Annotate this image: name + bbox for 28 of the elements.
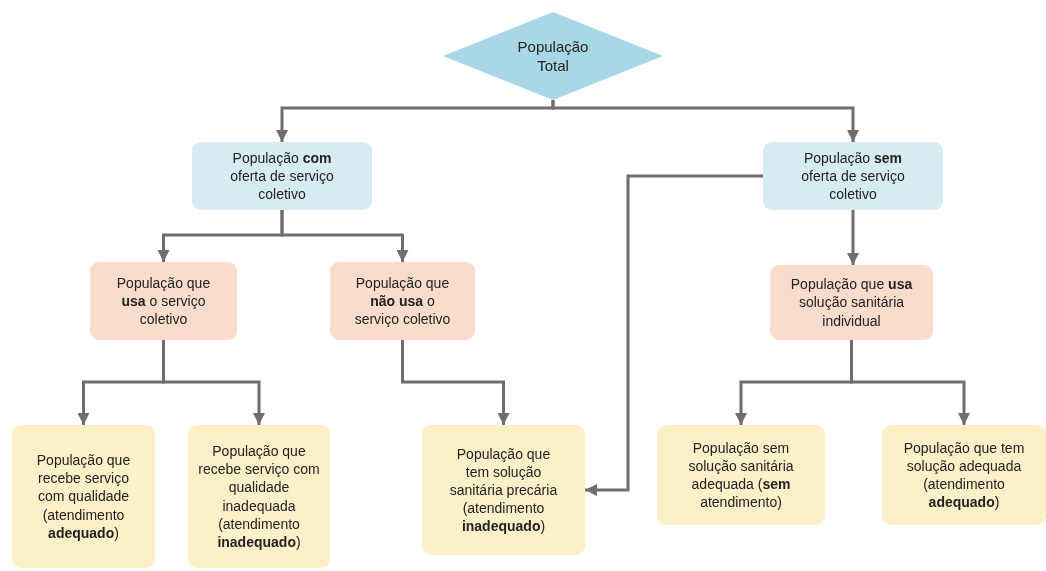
process-box [882,425,1046,525]
node-text: População Total [517,36,589,76]
node-text: População sem solução sanitária adequada (sem atendimento) [687,438,795,512]
node-text: População que tem solução sanitária precária (atendimento inadequado) [448,444,559,536]
node-text: População sem oferta de serviço coletivo [800,148,906,204]
node-text: População que recebe serviço com qualidade inadequada (atendimento inadequado) [198,441,320,552]
arrow [850,340,970,425]
process-box [763,142,943,210]
process-box [188,425,330,568]
process-box [90,262,237,340]
arrow [162,340,265,425]
arrow [847,210,859,265]
node-text: População que tem solução adequada (atendimento adequado) [902,438,1026,512]
arrow [280,210,409,262]
process-box [770,265,933,340]
process-box [657,425,825,525]
arrow [401,340,510,425]
node-text: População com oferta de serviço coletivo [229,148,335,204]
node-text: População que usa o serviço coletivo [115,273,212,329]
process-box [192,142,372,210]
arrow [551,100,859,142]
node-text: População que recebe serviço com qualidade (atendimento adequado) [35,451,132,542]
node-text: População que não usa o serviço coletivo [353,273,452,329]
process-box [422,425,585,555]
node-text: População que usa solução sanitária individual [789,275,914,330]
process-box [12,425,155,568]
arrow [585,174,763,496]
process-box [330,262,475,340]
